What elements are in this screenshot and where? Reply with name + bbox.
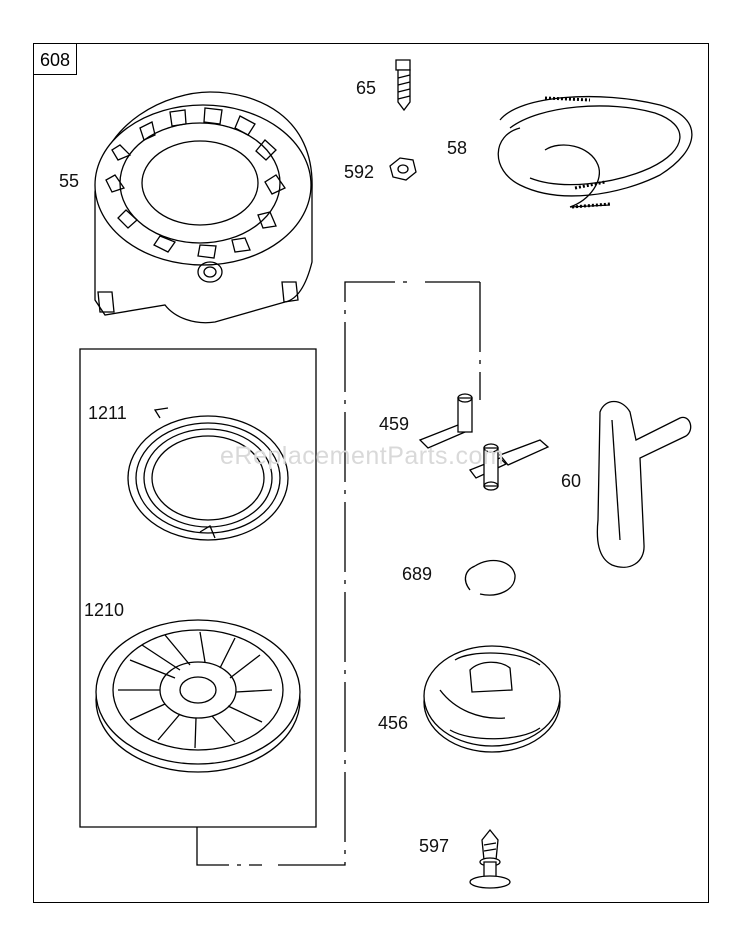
part-1210-pulley: [96, 620, 300, 772]
part-label-65: 65: [356, 78, 377, 98]
part-label-592: 592: [344, 162, 375, 182]
watermark: eReplacementParts.com: [220, 442, 505, 470]
part-456-plate: [424, 646, 560, 752]
part-label-1210: 1210: [84, 600, 125, 620]
part-459-pawls: [420, 394, 548, 490]
diagram-frame: [33, 43, 709, 903]
part-label-689: 689: [402, 564, 433, 584]
diagram-id-label: 608: [33, 43, 77, 75]
kit-box: [80, 349, 316, 827]
part-label-597: 597: [419, 836, 450, 856]
part-592-nut: [390, 158, 416, 180]
part-label-55: 55: [59, 171, 80, 191]
part-label-456: 456: [378, 713, 409, 733]
part-58-rope: [498, 97, 692, 207]
part-60-handle: [597, 402, 690, 568]
part-55-cover: [95, 92, 312, 323]
part-65-screw: [396, 60, 410, 110]
part-label-1211: 1211: [88, 403, 127, 423]
part-label-58: 58: [447, 138, 468, 158]
part-label-459: 459: [379, 414, 410, 434]
part-689-ring: [465, 560, 515, 595]
part-1211-spring: [128, 408, 288, 540]
part-597-screw: [470, 830, 510, 888]
part-label-60: 60: [561, 471, 582, 491]
kit-connector-line: [197, 282, 480, 865]
